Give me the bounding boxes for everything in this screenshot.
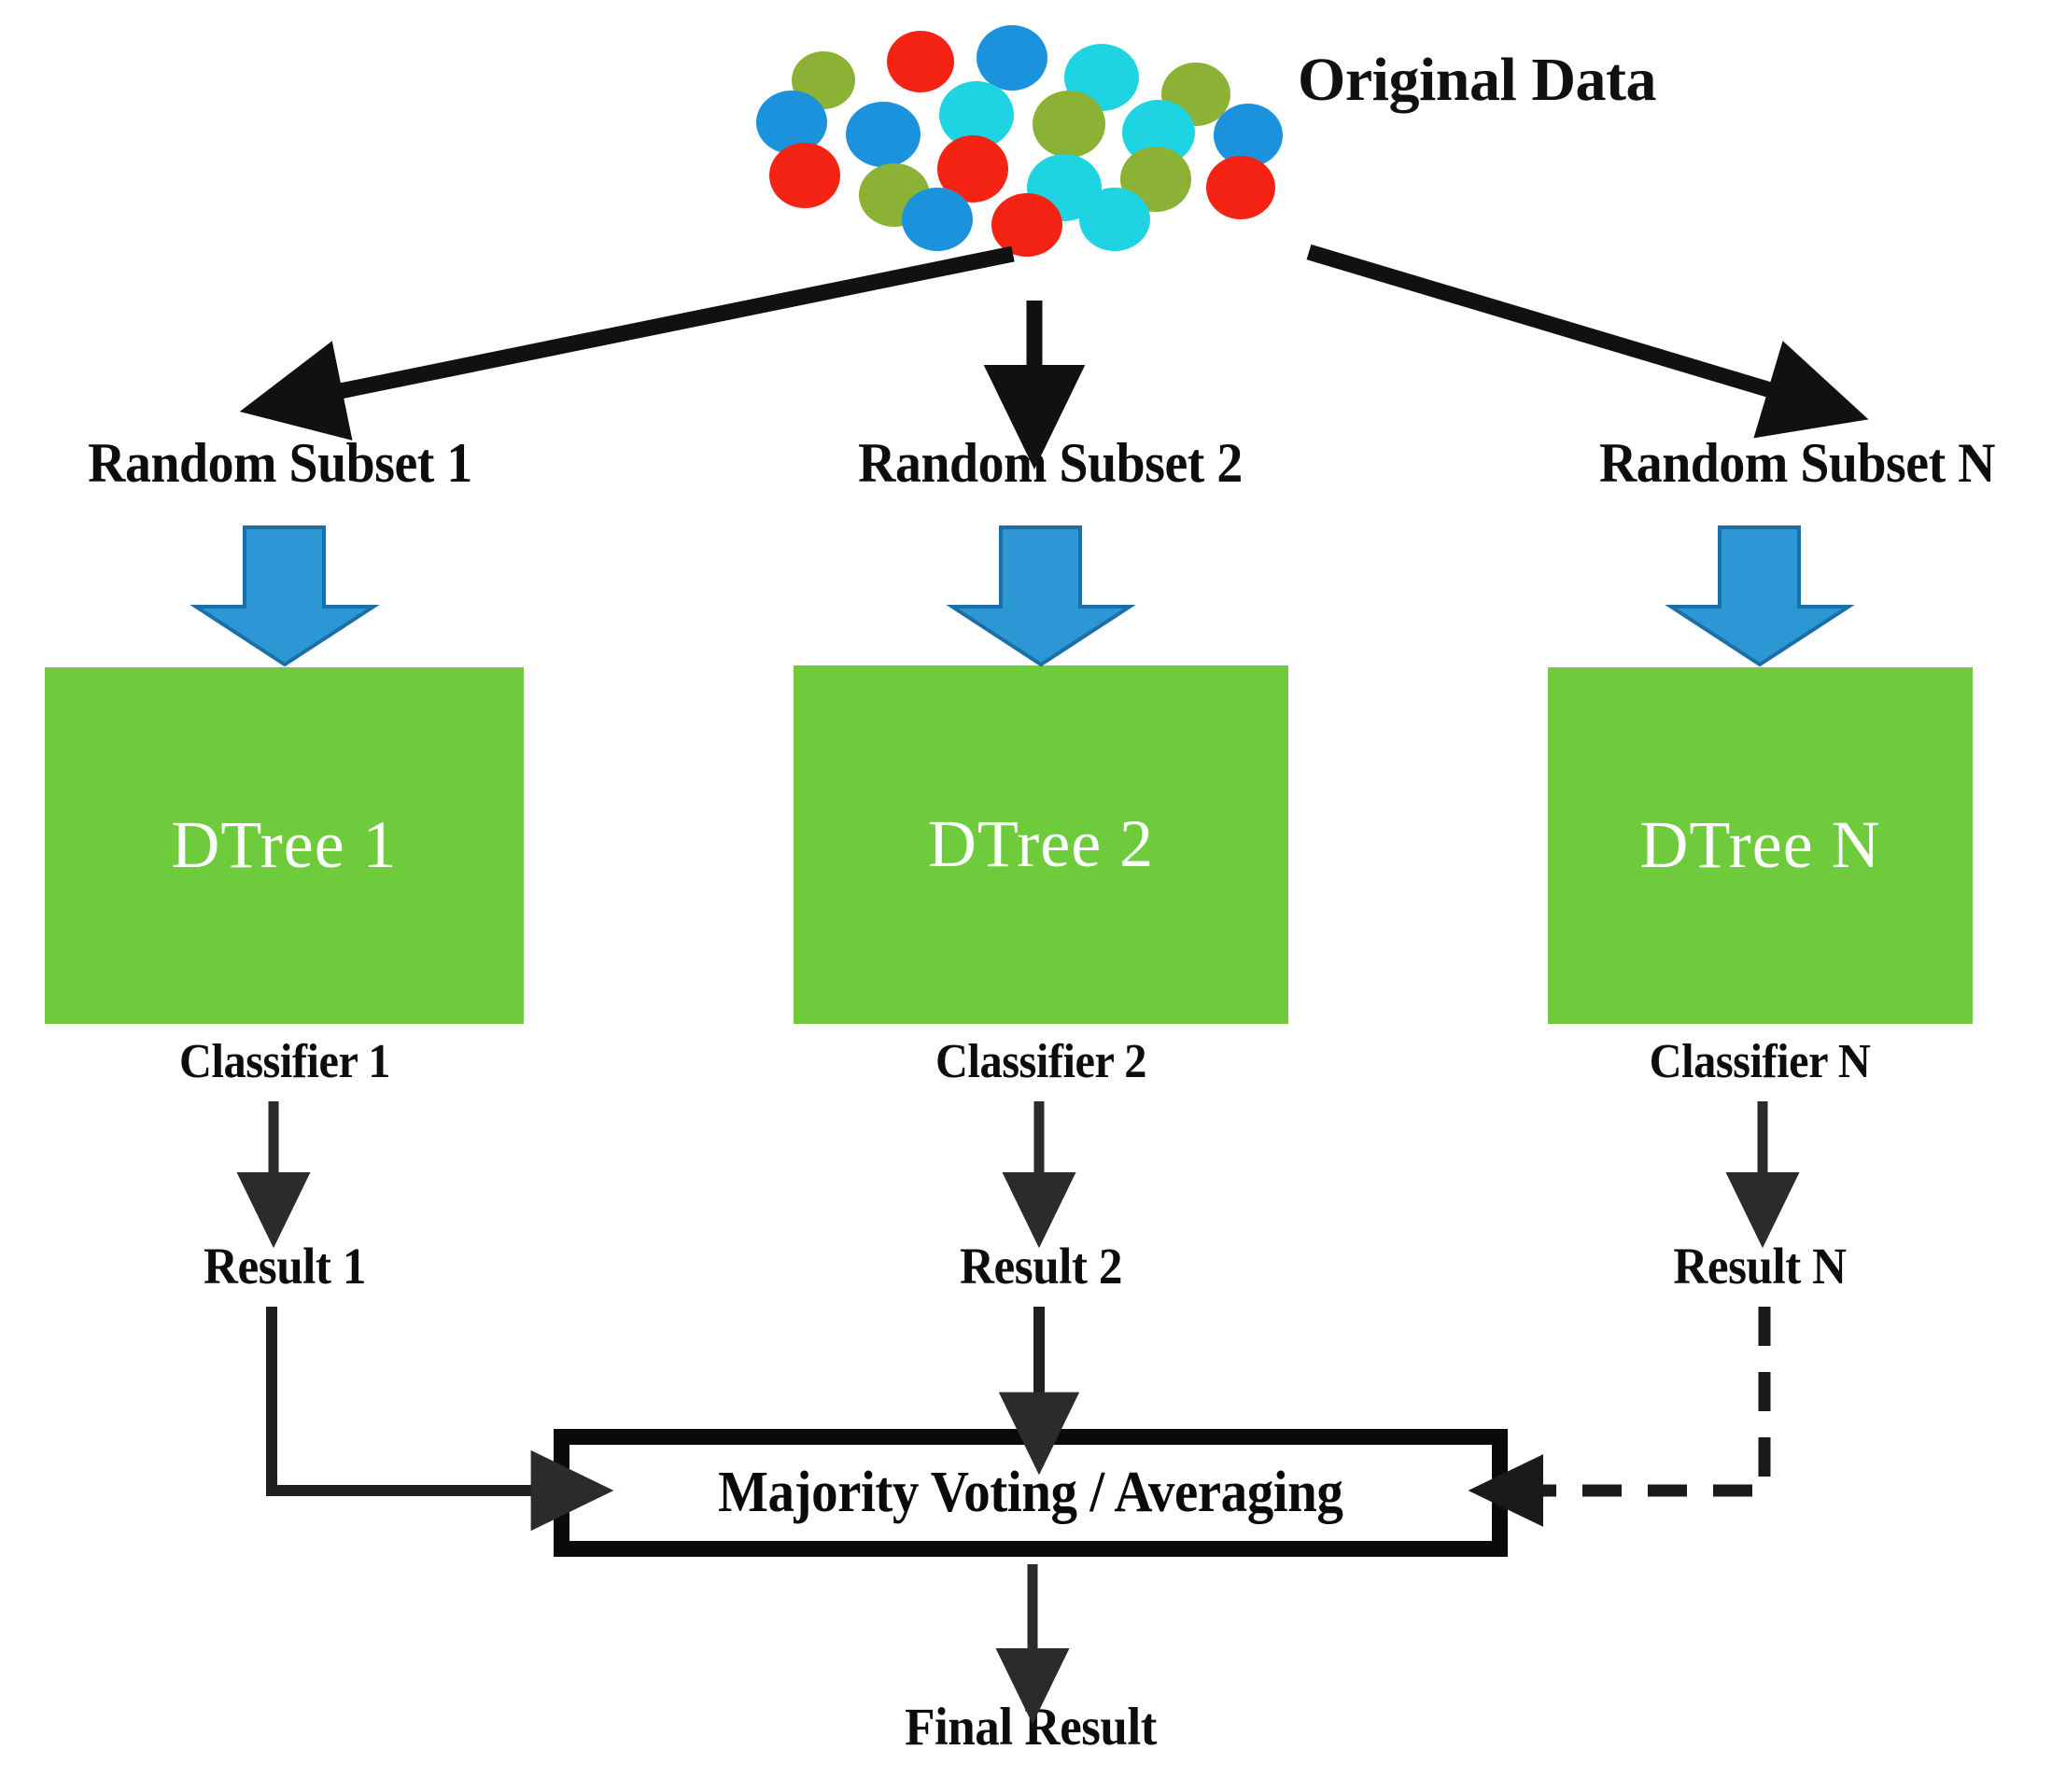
subset-label-n: Random Subset N [1598,432,1996,494]
dtree-label-1: DTree 1 [171,807,398,882]
data-dot [1033,91,1105,158]
classifier-label-1: Classifier 1 [179,1035,390,1088]
classifier-label-n: Classifier N [1649,1035,1871,1088]
blue-arrow-1 [190,525,380,667]
dtree-box-1[interactable]: DTree 1 [45,667,524,1024]
split-arrow-right [1306,244,1869,439]
blue-arrow-2 [946,525,1136,667]
data-dot [902,188,973,251]
majority-voting-inner: Majority Voting / Averaging [566,1441,1496,1545]
original-data-label: Original Data [1298,46,1657,114]
final-result-label: Final Result [905,1698,1157,1757]
result-label-1: Result 1 [204,1238,366,1295]
subset-label-2: Random Subset 2 [858,432,1243,494]
resultn-to-voting-connector-dashed [1468,1307,1771,1527]
data-dot [769,143,840,208]
data-dot [991,193,1062,257]
majority-voting-label: Majority Voting / Averaging [718,1461,1343,1524]
classifier-label-2: Classifier 2 [935,1035,1146,1088]
data-dot [887,31,954,92]
original-data-cluster [756,23,1298,257]
data-dot [977,25,1047,91]
result1-to-voting-connector [266,1307,614,1532]
data-dot [1206,156,1275,219]
subset-label-1: Random Subset 1 [88,432,472,494]
split-arrow-left [239,245,1015,441]
result-label-2: Result 2 [960,1238,1122,1295]
dtree-label-n: DTree N [1639,807,1881,882]
majority-voting-box[interactable]: Majority Voting / Averaging [554,1429,1508,1557]
dtree-box-n[interactable]: DTree N [1548,667,1973,1024]
dtree-box-2[interactable]: DTree 2 [794,665,1288,1024]
data-dot [1079,188,1150,251]
dtree-label-2: DTree 2 [927,806,1155,881]
result-label-n: Result N [1673,1238,1847,1295]
data-dot [846,102,921,167]
blue-arrow-n [1665,525,1855,667]
